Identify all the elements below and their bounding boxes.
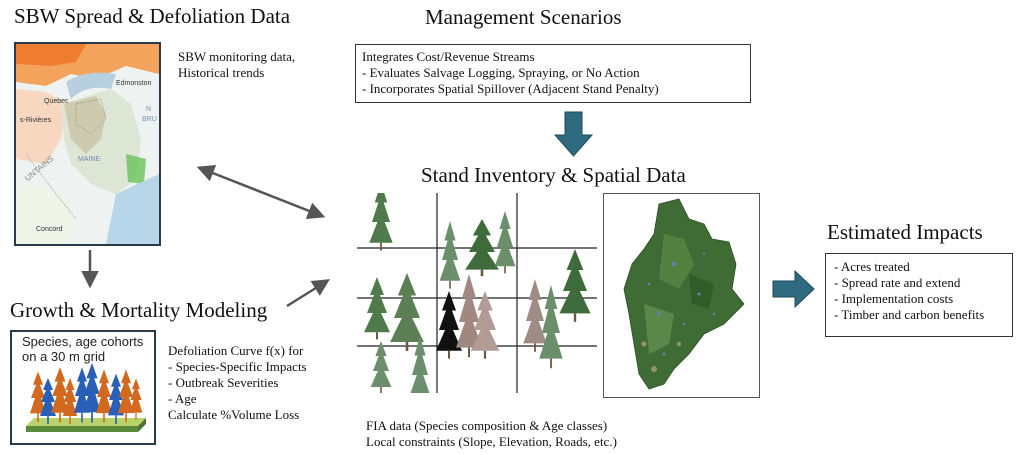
- impacts-title: Estimated Impacts: [827, 220, 983, 244]
- stand-footer-line-2: Local constraints (Slope, Elevation, Roa…: [366, 434, 617, 449]
- growth-line-1: Defoliation Curve f(x) for: [168, 343, 304, 358]
- sbw-map-graphic: [16, 44, 159, 244]
- growth-details: Defoliation Curve f(x) for - Species-Spe…: [168, 343, 307, 423]
- maine-map-graphic: [623, 198, 745, 390]
- stand-grid-graphic: [357, 193, 597, 393]
- species-age-cohort-image: Species, age cohorts on a 30 m grid: [10, 330, 156, 445]
- map-label-maine: MAINE: [78, 156, 101, 163]
- map-label-edmonston: Edmonston: [116, 80, 152, 87]
- impacts-box: - Acres treated - Spread rate and extend…: [825, 253, 1013, 337]
- sbw-note-line-2: Historical trends: [178, 65, 265, 80]
- management-title: Management Scenarios: [425, 5, 622, 29]
- growth-line-2: - Species-Specific Impacts: [168, 359, 307, 374]
- management-line-3: - Incorporates Spatial Spillover (Adjace…: [362, 81, 659, 96]
- map-label-n: N: [146, 106, 152, 113]
- stand-footer-line-1: FIA data (Species composition & Age clas…: [366, 418, 608, 433]
- maine-forest-map: [603, 193, 760, 398]
- arrow-map-stand: [196, 164, 326, 220]
- arrow-stand-impacts: [772, 269, 815, 309]
- growth-caption-line-1: Species, age cohorts: [22, 334, 144, 349]
- growth-title: Growth & Mortality Modeling: [10, 298, 268, 322]
- map-label-concord: Concord: [36, 226, 63, 233]
- sbw-note-line-1: SBW monitoring data,: [178, 49, 296, 64]
- growth-line-3: - Outbreak Severities: [168, 375, 279, 390]
- stand-title: Stand Inventory & Spatial Data: [421, 163, 686, 187]
- cohort-trees-graphic: [26, 362, 146, 432]
- stand-footer: FIA data (Species composition & Age clas…: [366, 418, 617, 450]
- impacts-line-4: - Timber and carbon benefits: [834, 307, 985, 322]
- stand-grid-image: [357, 193, 597, 393]
- sbw-defoliation-map: Edmonston Quebec s-Rivières MAINE BRU N …: [14, 42, 161, 246]
- growth-line-4: - Age: [168, 391, 197, 406]
- sbw-note: SBW monitoring data, Historical trends: [178, 49, 295, 81]
- map-label-bru: BRU: [142, 116, 157, 123]
- growth-line-5: Calculate %Volume Loss: [168, 407, 300, 422]
- management-line-1: Integrates Cost/Revenue Streams: [362, 49, 535, 64]
- management-line-2: - Evaluates Salvage Logging, Spraying, o…: [362, 65, 640, 80]
- impacts-line-2: - Spread rate and extend: [834, 275, 961, 290]
- growth-image-caption: Species, age cohorts on a 30 m grid: [22, 334, 143, 364]
- arrow-management-stand: [553, 111, 594, 157]
- map-label-riviere: s-Rivières: [20, 117, 52, 124]
- impacts-line-3: - Implementation costs: [834, 291, 954, 306]
- sbw-title: SBW Spread & Defoliation Data: [14, 4, 291, 28]
- arrow-growth-stand: [286, 279, 330, 308]
- growth-caption-line-2: on a 30 m grid: [22, 349, 106, 364]
- management-box: Integrates Cost/Revenue Streams - Evalua…: [355, 44, 751, 103]
- impacts-line-1: - Acres treated: [834, 259, 910, 274]
- map-label-quebec: Quebec: [44, 98, 69, 105]
